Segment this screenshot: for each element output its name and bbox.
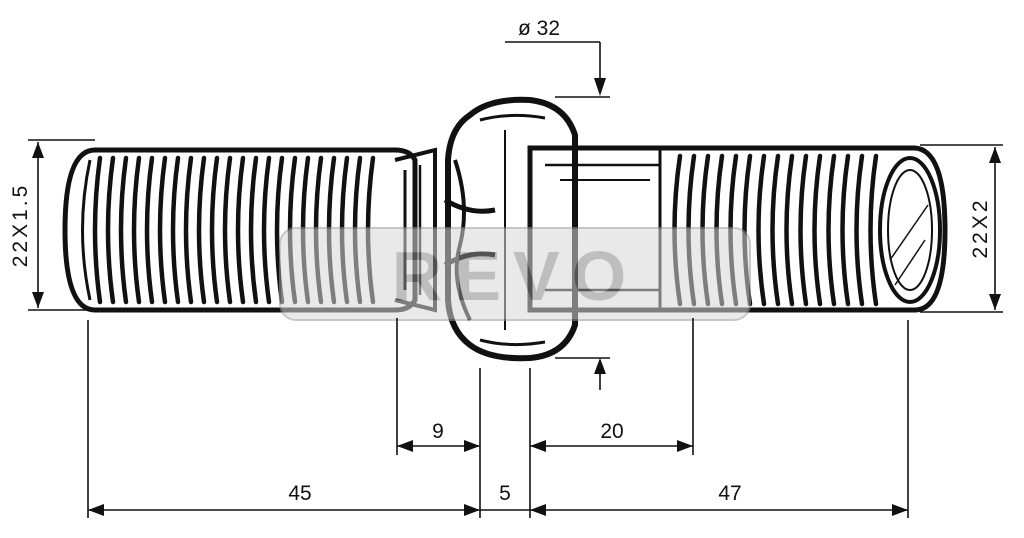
thread-line: [222, 155, 233, 305]
dimension-lines: [28, 41, 1003, 518]
dimension-labels: ø 32 22X1.5 22X2 9 20 45 5 47: [9, 17, 992, 505]
thread-line: [812, 153, 823, 307]
thread-line: [784, 153, 795, 307]
thread-line: [170, 155, 181, 305]
thread-line: [854, 153, 865, 307]
thread-line: [756, 153, 767, 307]
thread-line: [868, 153, 879, 307]
thread-line: [157, 155, 168, 305]
thread-line: [261, 155, 272, 305]
shank-length-label: 20: [600, 420, 623, 443]
right-thread-label: 22X2: [969, 197, 992, 258]
thread-line: [826, 153, 837, 307]
thread-line: [183, 155, 194, 305]
thread-line: [118, 155, 129, 305]
thread-line: [92, 155, 103, 305]
left-thread-label: 22X1.5: [9, 183, 32, 268]
watermark: REVO: [279, 227, 751, 321]
thread-line: [105, 155, 116, 305]
right-length-label: 47: [718, 482, 741, 505]
collar-width-label: 5: [499, 482, 511, 505]
thread-line: [248, 155, 259, 305]
thread-line: [131, 155, 142, 305]
watermark-text: REVO: [392, 237, 638, 315]
thread-line: [235, 155, 246, 305]
thread-line: [209, 155, 220, 305]
thread-line: [770, 153, 781, 307]
thread-line: [196, 155, 207, 305]
thread-line: [144, 155, 155, 305]
thread-line: [840, 153, 851, 307]
neck-length-label: 9: [432, 420, 444, 443]
thread-line: [798, 153, 809, 307]
diameter-label: ø 32: [518, 17, 560, 40]
left-length-label: 45: [288, 482, 311, 505]
